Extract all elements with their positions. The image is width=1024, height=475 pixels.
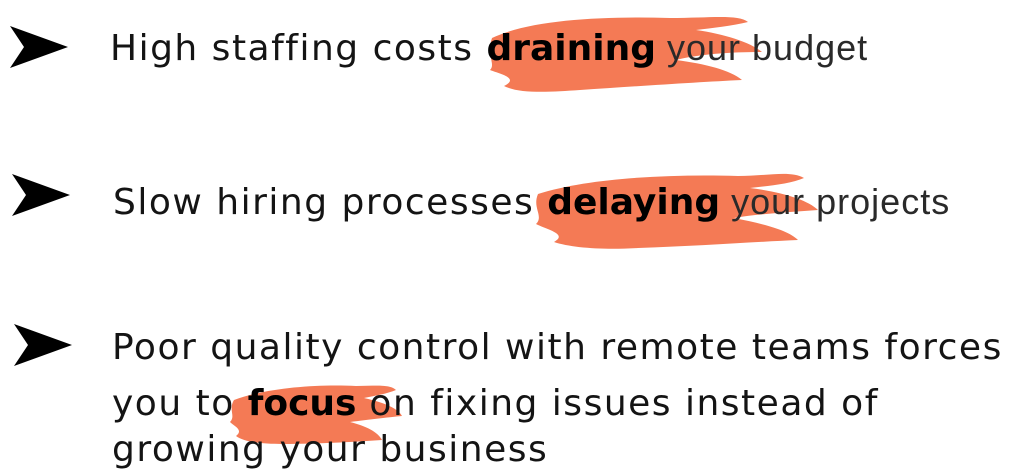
brush-highlight-3 [230, 385, 402, 444]
brush-highlight-1 [490, 17, 762, 92]
pain-point-quality-line-1: Poor quality control with remote teams f… [112, 330, 1003, 366]
text-prefix: Slow hiring processes [113, 182, 548, 223]
highlight-word: delaying [547, 182, 721, 223]
text-line: Poor quality control with remote teams f… [112, 327, 1003, 368]
text-line: growing your business [112, 429, 549, 470]
arrow-bullet-icon-3 [14, 324, 72, 366]
arrow-bullet-icon-2 [12, 174, 70, 216]
highlight-word: focus [247, 383, 357, 424]
text-prefix: High staffing costs [110, 28, 487, 69]
pain-point-staffing-costs: High staffing costs draining your budget [110, 30, 868, 67]
text-suffix: your projects [720, 181, 951, 222]
text-suffix: on fixing issues instead of [356, 383, 879, 424]
highlight-word: draining [486, 28, 656, 69]
pain-point-quality-line-3: growing your business [112, 432, 548, 468]
arrow-bullet-icon-1 [10, 26, 68, 68]
pain-point-hiring-delays: Slow hiring processes delaying your proj… [113, 184, 950, 221]
brush-highlight-2 [536, 173, 818, 249]
text-suffix: your budget [656, 27, 869, 68]
text-prefix: you to [112, 383, 248, 424]
pain-point-quality-line-2: you to focus on fixing issues instead of [112, 386, 879, 422]
